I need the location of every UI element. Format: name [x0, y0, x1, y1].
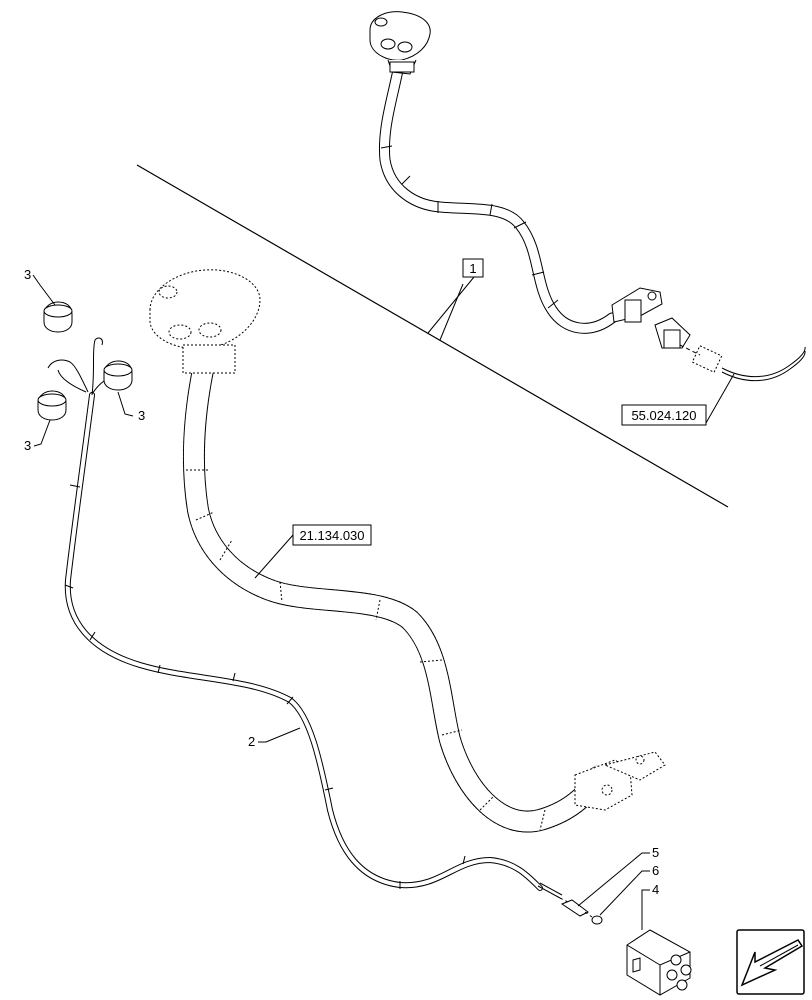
callout-3a: 3 [24, 267, 56, 306]
terminal-5 [559, 897, 589, 917]
callout-6-label: 6 [652, 863, 659, 878]
callout-5: 5 [577, 845, 659, 907]
phantom-lever-assembly [149, 269, 666, 833]
connector-4 [626, 929, 692, 996]
seal-6 [584, 911, 603, 925]
crossref-21-134-030: 21.134.030 [254, 524, 372, 579]
callout-3b: 3 [117, 391, 145, 423]
callout-3b-label: 3 [138, 408, 145, 423]
section-divider-line [136, 164, 729, 508]
crossref-upper-label[interactable]: 55.024.120 [631, 408, 696, 423]
bulb-3-right [103, 360, 133, 391]
callout-3c: 3 [24, 419, 51, 453]
bulb-3-top [43, 301, 73, 333]
callout-4-label: 4 [652, 882, 659, 897]
callout-2: 2 [248, 727, 301, 749]
callout-2-label: 2 [248, 734, 255, 749]
wiring-harness-2 [47, 337, 563, 899]
callout-6: 6 [599, 863, 659, 916]
upper-lever-assembly [369, 11, 806, 382]
callout-3a-label: 3 [24, 267, 31, 282]
crossref-55-024-120: 55.024.120 [621, 373, 735, 426]
bulb-3-left [37, 390, 67, 421]
callout-4: 4 [641, 882, 659, 930]
callout-5-label: 5 [652, 845, 659, 860]
callout-1-label: 1 [469, 261, 476, 276]
callout-1: 1 [427, 258, 484, 341]
crossref-lower-label[interactable]: 21.134.030 [299, 528, 364, 543]
callout-3c-label: 3 [24, 438, 31, 453]
view-direction-arrow-icon [736, 929, 805, 995]
